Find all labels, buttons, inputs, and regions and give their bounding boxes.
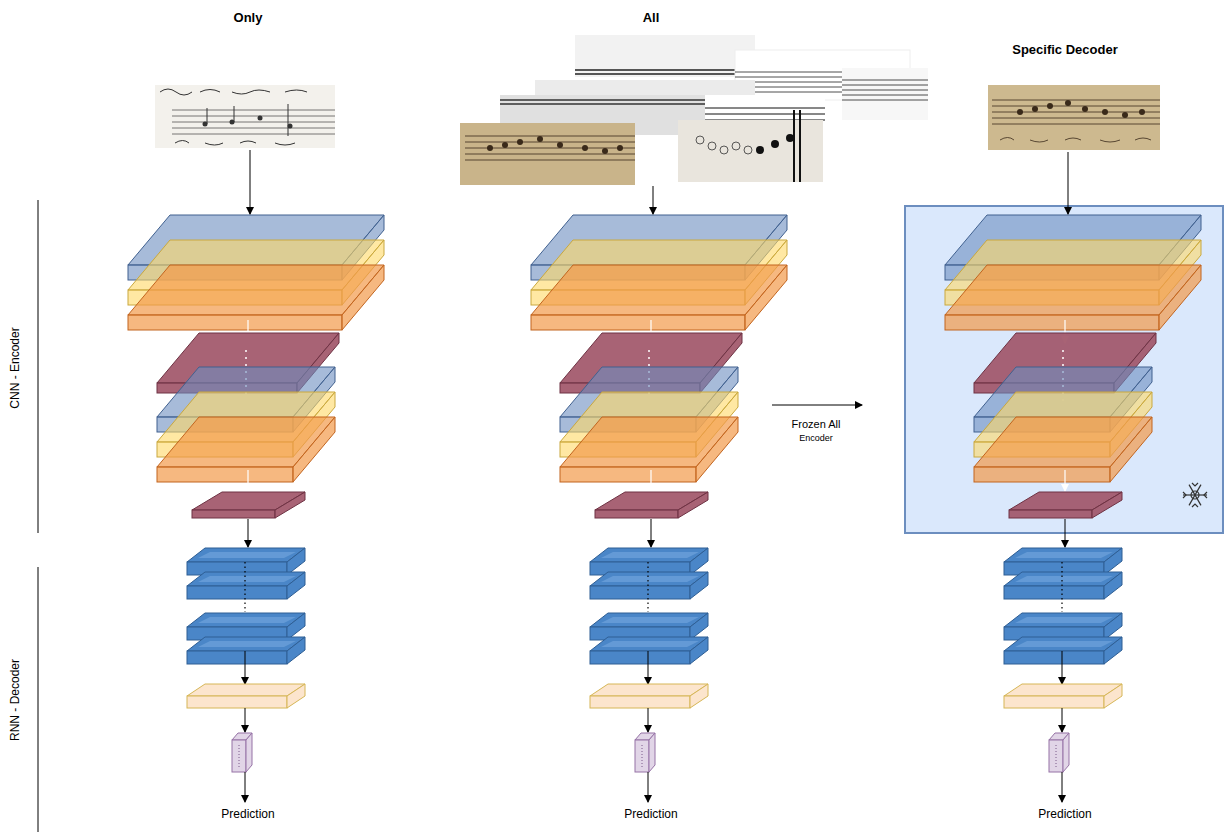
output-label: Prediction	[624, 808, 677, 822]
section-label: CNN - Encoder	[9, 327, 23, 408]
section-label: RNN - Decoder	[9, 659, 23, 741]
arrow-label: Encoder	[799, 433, 833, 443]
column-title: Specific Decoder	[1012, 43, 1118, 58]
output-label: Prediction	[221, 808, 274, 822]
column-title: All	[643, 11, 660, 26]
arrow-label: Frozen All	[792, 418, 841, 431]
output-label: Prediction	[1038, 808, 1091, 822]
column-title: Only	[234, 11, 263, 26]
